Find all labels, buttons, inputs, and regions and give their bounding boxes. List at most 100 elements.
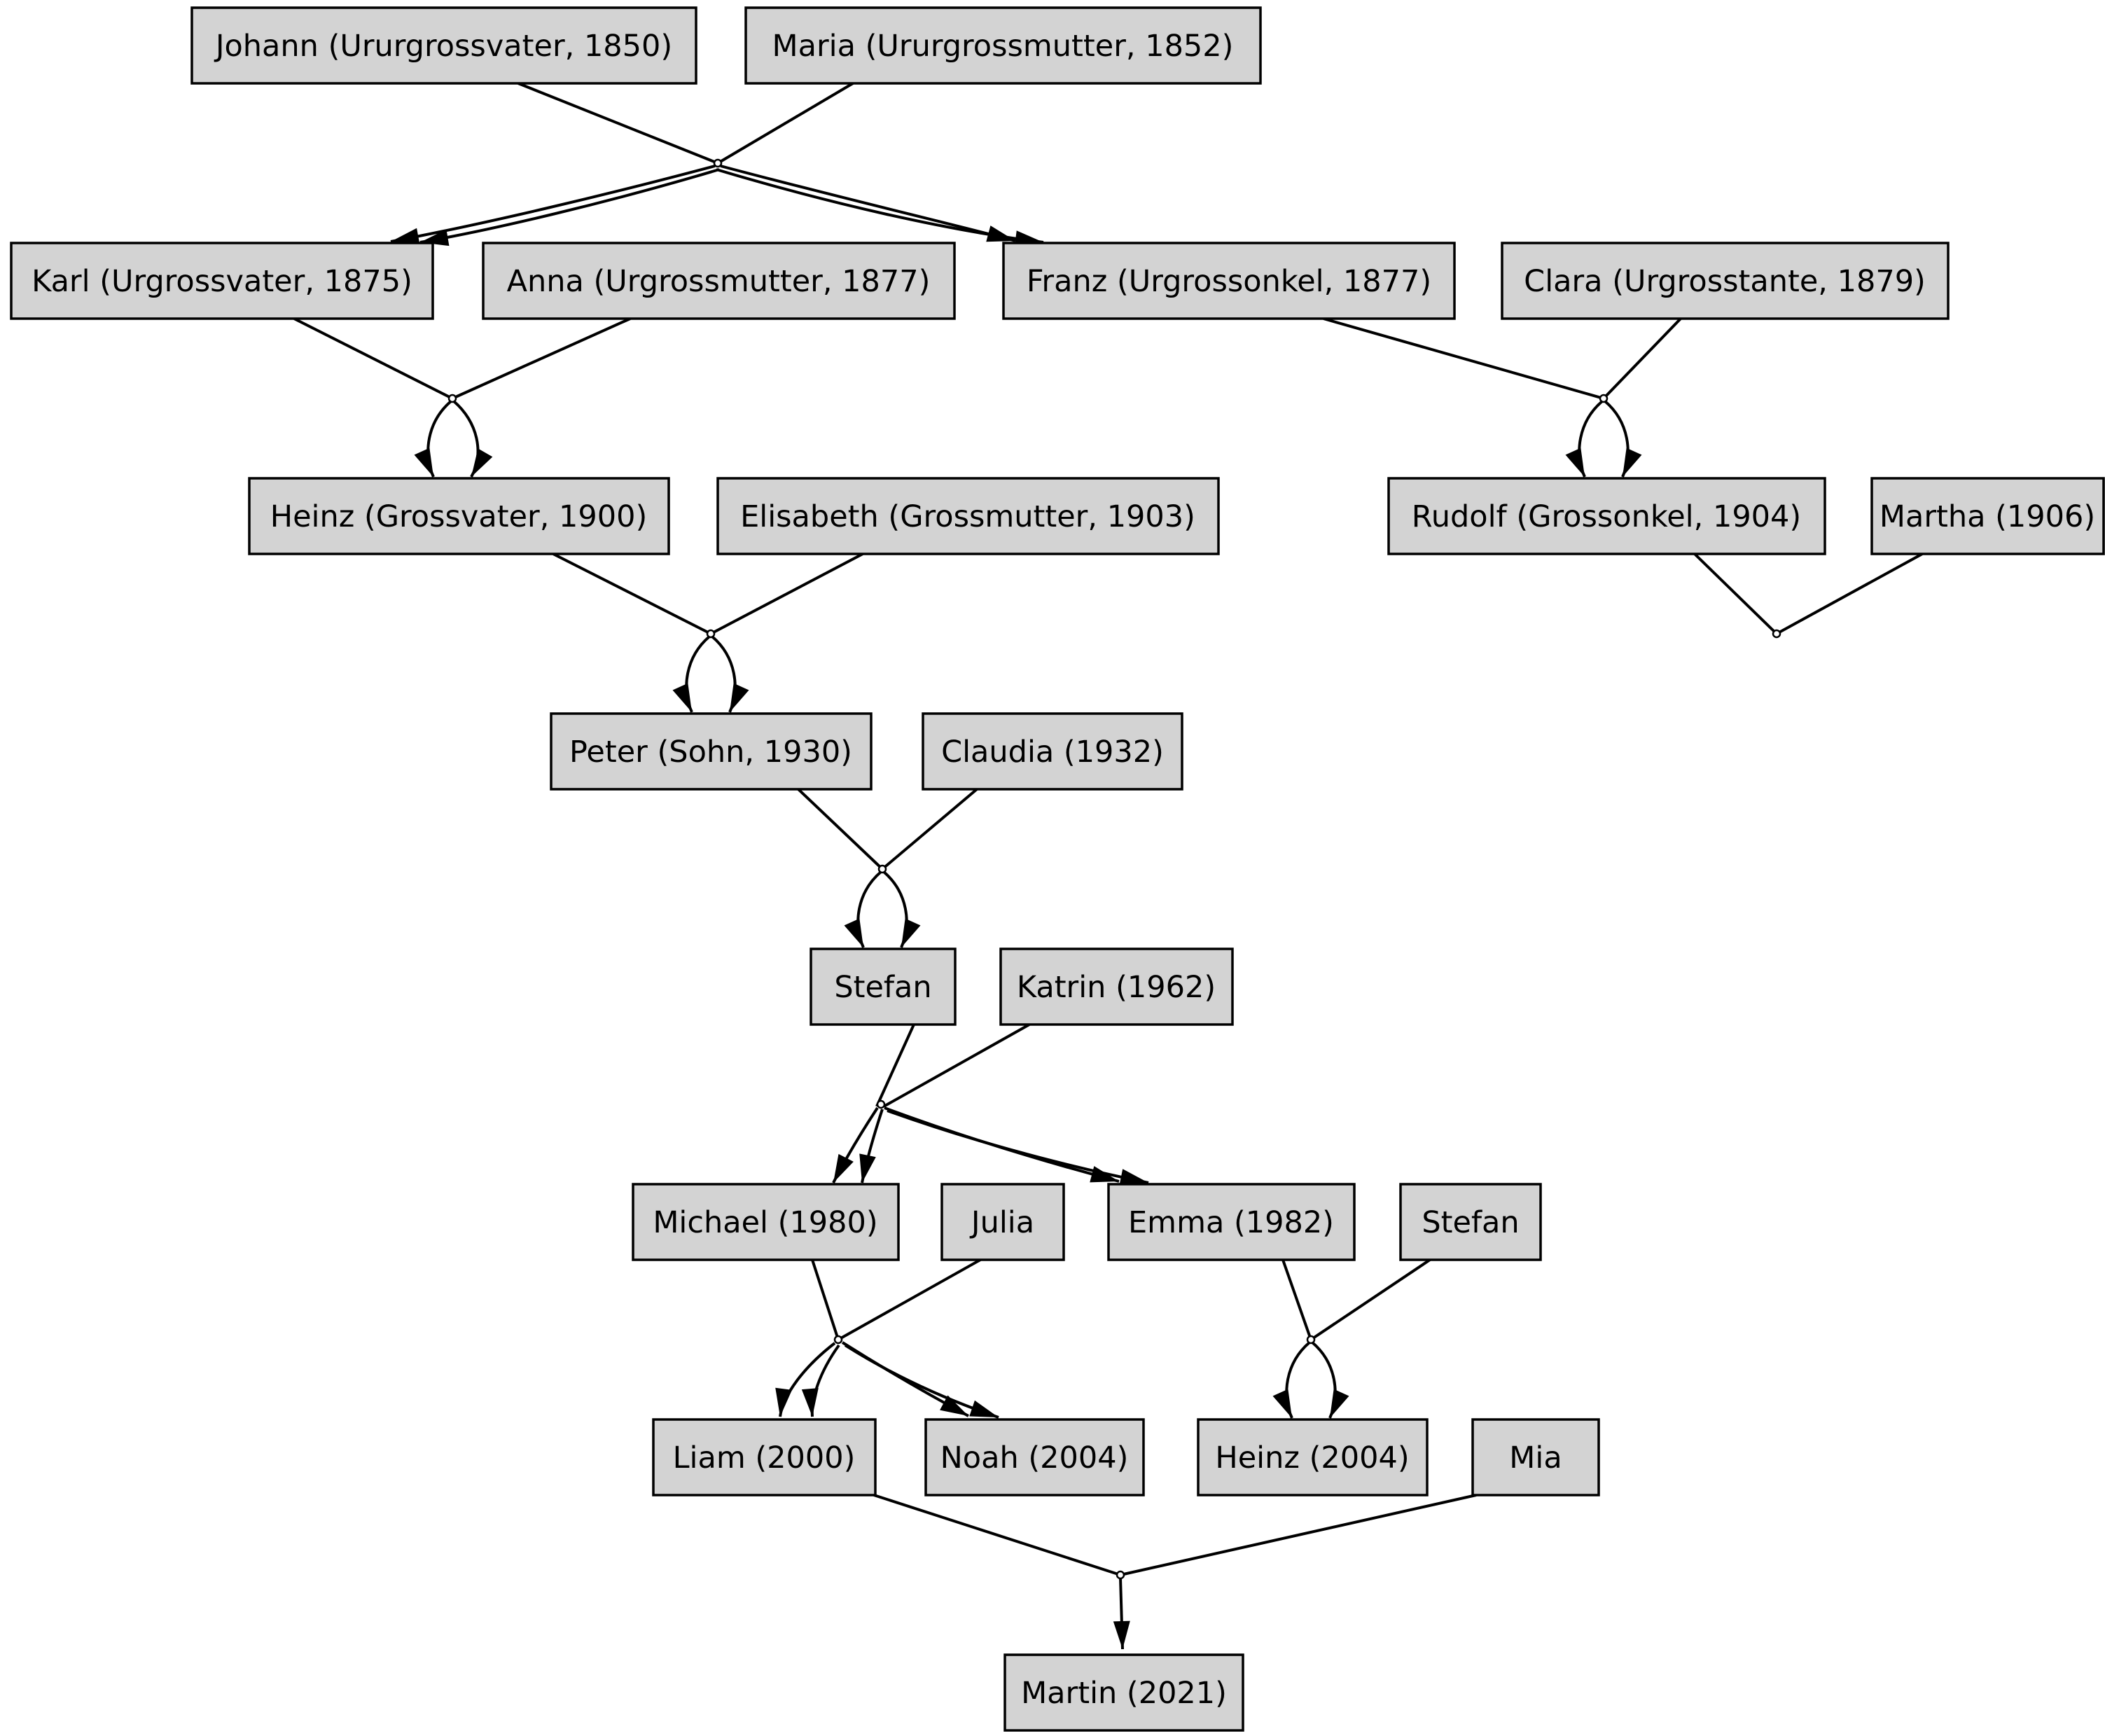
union-emma-stefan-point <box>1306 1335 1316 1345</box>
node-label: Julia <box>969 1205 1034 1240</box>
edge-stefan-to-union <box>875 1024 915 1107</box>
node-label: Clara (Urgrosstante, 1879) <box>1524 264 1926 299</box>
node-box <box>632 1183 900 1261</box>
node-box <box>716 477 1220 555</box>
union-heinz-elisabeth-point <box>706 629 716 639</box>
node-martha: Martha (1906) <box>1870 477 2105 555</box>
union-stefan-katrin-point <box>876 1099 886 1109</box>
edge-union-to-peter-1 <box>672 635 711 713</box>
node-label: Katrin (1962) <box>1017 970 1216 1005</box>
node-label: Anna (Urgrossmutter, 1877) <box>507 264 931 299</box>
node-rudolf: Rudolf (Grossonkel, 1904) <box>1387 477 1826 555</box>
node-label: Mia <box>1509 1440 1562 1475</box>
node-box <box>940 1183 1065 1261</box>
node-label: Stefan <box>1422 1205 1519 1240</box>
node-box <box>550 712 873 791</box>
node-label: Karl (Urgrossvater, 1875) <box>32 264 412 299</box>
node-katrin: Katrin (1962) <box>999 947 1234 1026</box>
node-julia: Julia <box>940 1183 1065 1261</box>
node-martin: Martin (2021) <box>1003 1653 1244 1732</box>
edge-julia-to-union <box>838 1258 981 1341</box>
node-label: Rudolf (Grossonkel, 1904) <box>1412 499 1801 534</box>
edge-union-to-emma-2 <box>887 1109 1149 1186</box>
node-label: Peter (Sohn, 1930) <box>569 735 852 770</box>
edge-rudolf-to-union <box>1693 553 1778 635</box>
edge-union-to-peter-2 <box>711 635 749 713</box>
edge-union-to-heinz2004-2 <box>1311 1341 1349 1419</box>
node-claudia: Claudia (1932) <box>922 712 1183 791</box>
node-box <box>10 242 434 320</box>
edge-union-to-stefan-1 <box>844 870 882 948</box>
edge-katrin-to-union <box>883 1023 1030 1108</box>
node-johann: Johann (Ururgrossvater, 1850) <box>190 6 697 85</box>
node-box <box>1870 477 2105 555</box>
edge-peter-to-union <box>797 788 884 870</box>
node-box <box>744 6 1262 85</box>
node-emma: Emma (1982) <box>1107 1183 1356 1261</box>
node-peter: Peter (Sohn, 1930) <box>550 712 873 791</box>
edge-anna-to-union <box>452 317 631 400</box>
edge-franz-to-union <box>1323 317 1604 400</box>
edge-union-to-karl-2 <box>419 168 720 246</box>
node-heinz: Heinz (Grossvater, 1900) <box>248 477 670 555</box>
node-elisabeth: Elisabeth (Grossmutter, 1903) <box>716 477 1220 555</box>
node-label: Heinz (Grossvater, 1900) <box>270 499 648 534</box>
node-label: Michael (1980) <box>653 1205 877 1240</box>
node-label: Maria (Ururgrossmutter, 1852) <box>772 29 1234 64</box>
node-label: Noah (2004) <box>940 1440 1129 1475</box>
node-liam: Liam (2000) <box>652 1418 877 1497</box>
union-peter-claudia-point <box>877 864 887 874</box>
person-nodes: Johann (Ururgrossvater, 1850) Maria (Uru… <box>10 6 2105 1732</box>
node-label: Johann (Ururgrossvater, 1850) <box>214 29 672 64</box>
edge-union-to-rudolf-2 <box>1604 400 1642 478</box>
edge-johann-to-union <box>517 82 718 165</box>
node-box <box>1501 242 1950 320</box>
edge-union-to-martin <box>1113 1577 1130 1650</box>
edge-karl-to-union <box>293 317 453 400</box>
node-box <box>1387 477 1826 555</box>
edge-union-to-heinz-1 <box>414 400 452 478</box>
edge-union-to-heinz-2 <box>452 400 493 478</box>
union-franz-clara-point <box>1599 394 1609 403</box>
node-box <box>248 477 670 555</box>
node-box <box>1197 1418 1429 1497</box>
node-label: Franz (Urgrossonkel, 1877) <box>1027 264 1431 299</box>
node-box <box>652 1418 877 1497</box>
node-label: Heinz (2004) <box>1215 1440 1409 1475</box>
node-heinz2004: Heinz (2004) <box>1197 1418 1429 1497</box>
node-franz: Franz (Urgrossonkel, 1877) <box>1002 242 1456 320</box>
union-points <box>447 158 1781 1580</box>
node-label: Stefan <box>834 970 931 1005</box>
node-label: Claudia (1932) <box>941 735 1164 770</box>
edge-michael-to-union <box>811 1259 840 1340</box>
union-liam-mia-point <box>1116 1570 1125 1580</box>
edge-union-to-liam-1 <box>775 1342 836 1417</box>
union-johann-maria-point <box>713 158 723 168</box>
edge-stefan2-to-union <box>1309 1258 1431 1341</box>
edge-union-to-heinz2004-1 <box>1272 1341 1311 1419</box>
edge-maria-to-union <box>716 82 854 165</box>
edge-clara-to-union <box>1602 317 1682 400</box>
node-label: Emma (1982) <box>1128 1205 1334 1240</box>
edge-union-to-emma-1 <box>884 1106 1120 1183</box>
node-label: Elisabeth (Grossmutter, 1903) <box>740 499 1195 534</box>
node-stefan2: Stefan <box>1399 1183 1542 1261</box>
child-edges <box>390 165 1642 1650</box>
node-box <box>1107 1183 1356 1261</box>
edge-union-to-franz-1 <box>720 165 1016 242</box>
edge-union-to-karl-1 <box>390 165 716 245</box>
node-maria: Maria (Ururgrossmutter, 1852) <box>744 6 1262 85</box>
node-clara: Clara (Urgrosstante, 1879) <box>1501 242 1950 320</box>
edge-martha-to-union <box>1776 553 1923 635</box>
node-box <box>999 947 1234 1026</box>
node-box <box>924 1418 1145 1497</box>
node-box <box>190 6 697 85</box>
edge-elisabeth-to-union <box>710 553 863 635</box>
node-label: Liam (2000) <box>673 1440 856 1475</box>
edge-union-to-franz-2 <box>716 168 1044 248</box>
node-box <box>1399 1183 1542 1261</box>
parent-edges <box>293 82 1923 1576</box>
edge-liam-to-union <box>873 1494 1121 1576</box>
